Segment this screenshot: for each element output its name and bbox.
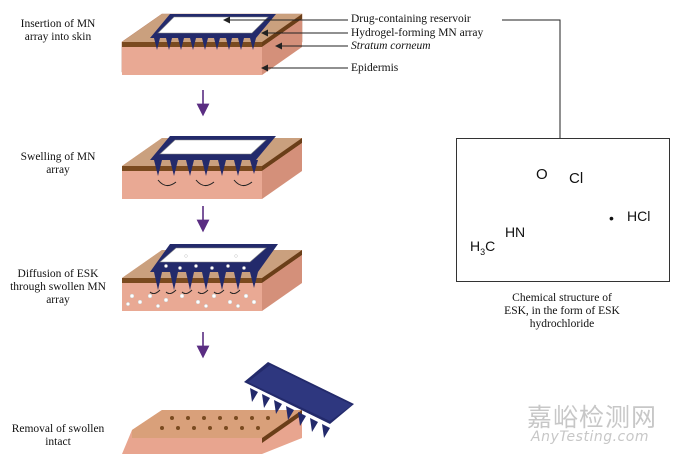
mn-array-swelling <box>150 136 276 186</box>
atom-methyl: H3C <box>470 238 496 257</box>
chemical-caption: Chemical structure of ESK, in the form o… <box>456 292 668 331</box>
chemical-caption-line-1: Chemical structure of <box>512 292 612 304</box>
salt-hcl: HCl <box>627 208 651 224</box>
chemical-caption-line-2: ESK, in the form of ESK <box>504 305 620 317</box>
mn-array-diffusion <box>125 244 278 309</box>
step-label-insertion: Insertion of MN array into skin <box>20 18 96 43</box>
mn-array-insertion <box>150 14 276 50</box>
salt-dot: • <box>609 210 614 226</box>
chemical-structure-box <box>456 138 670 282</box>
atom-chlorine: Cl <box>569 170 584 187</box>
callout-epidermis: Epidermis <box>351 62 399 74</box>
callout-lines <box>223 16 561 138</box>
watermark-chinese: 嘉峪检测网 <box>527 403 658 432</box>
step-label-swelling: Swelling of MN array <box>20 151 96 176</box>
chemical-caption-line-3: hydrochloride <box>529 318 595 330</box>
callout-reservoir: Drug-containing reservoir <box>351 13 471 25</box>
callout-mn-array: Hydrogel-forming MN array <box>351 27 484 39</box>
skin-block-removal <box>122 410 302 454</box>
callout-stratum-corneum: Stratum corneum <box>351 40 431 52</box>
atom-nitrogen: N <box>515 224 526 240</box>
atom-oxygen: O <box>536 166 548 183</box>
step-label-removal: Removal of swollen intact <box>11 423 105 448</box>
watermark-english: AnyTesting.com <box>531 429 649 445</box>
atom-nh-h: H <box>505 224 516 240</box>
step-label-diffusion: Diffusion of ESK through swollen MN arra… <box>10 268 106 306</box>
mn-array-removed <box>244 362 354 438</box>
